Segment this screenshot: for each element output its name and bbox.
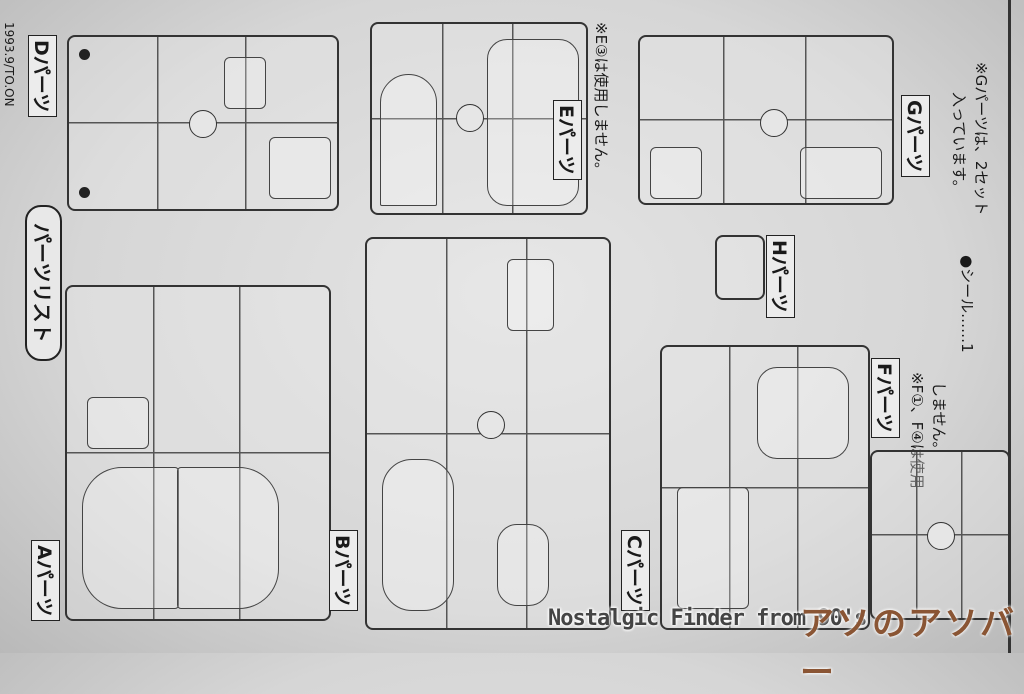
- watermark-text: Nostalgic Finder from 90's: [548, 606, 867, 631]
- sprue-gate: [477, 411, 505, 439]
- part-number: [79, 187, 90, 198]
- sprue-gate: [456, 104, 484, 132]
- sprue-gate: [189, 110, 217, 138]
- part: [677, 487, 749, 609]
- runner-f-note-2: しません。: [930, 382, 948, 457]
- sprue-gate: [927, 522, 955, 550]
- runner-a-label: Aパーツ: [31, 540, 60, 622]
- part: [497, 524, 549, 606]
- runner-g-note-2: 入っています。: [950, 92, 968, 195]
- runner-h-label: Hパーツ: [766, 235, 795, 318]
- part-number: [79, 49, 90, 60]
- date-code: 1993.9/TO.ON: [2, 22, 16, 107]
- runner-d: [67, 35, 339, 211]
- runner-c: [660, 345, 870, 630]
- runner-f-label: Fパーツ: [871, 358, 900, 438]
- runner-e-note: ※E③は使用しません。: [592, 22, 610, 178]
- runner-h: [715, 235, 765, 300]
- part: [82, 467, 179, 609]
- watermark-logo: アソのアソバー: [800, 604, 1016, 693]
- runner-a: [65, 285, 331, 621]
- part: [380, 74, 437, 206]
- runner-g-label: Gパーツ: [901, 95, 930, 178]
- part: [757, 367, 849, 459]
- runner-c-label: Cパーツ: [621, 530, 650, 611]
- runner-e-label: Eパーツ: [553, 100, 582, 180]
- part: [87, 397, 149, 449]
- part: [507, 259, 554, 331]
- page-title: パーツリスト: [25, 205, 62, 361]
- part: [650, 147, 702, 199]
- runner-g-note-1: ※Gパーツは、2セット: [972, 62, 990, 216]
- part: [224, 57, 266, 109]
- runner-b-label: Bパーツ: [329, 530, 358, 612]
- sticker-count: ●シール……1: [958, 255, 976, 353]
- runner-b: [365, 237, 611, 630]
- part: [382, 459, 454, 611]
- page-edge: [1008, 0, 1011, 653]
- runner-f: [870, 450, 1010, 620]
- sprue-gate: [760, 109, 788, 137]
- part: [269, 137, 331, 199]
- runner-g: [638, 35, 894, 205]
- runner-e: [370, 22, 588, 215]
- part: [177, 467, 279, 609]
- part: [800, 147, 882, 199]
- runner-d-label: Dパーツ: [28, 35, 57, 118]
